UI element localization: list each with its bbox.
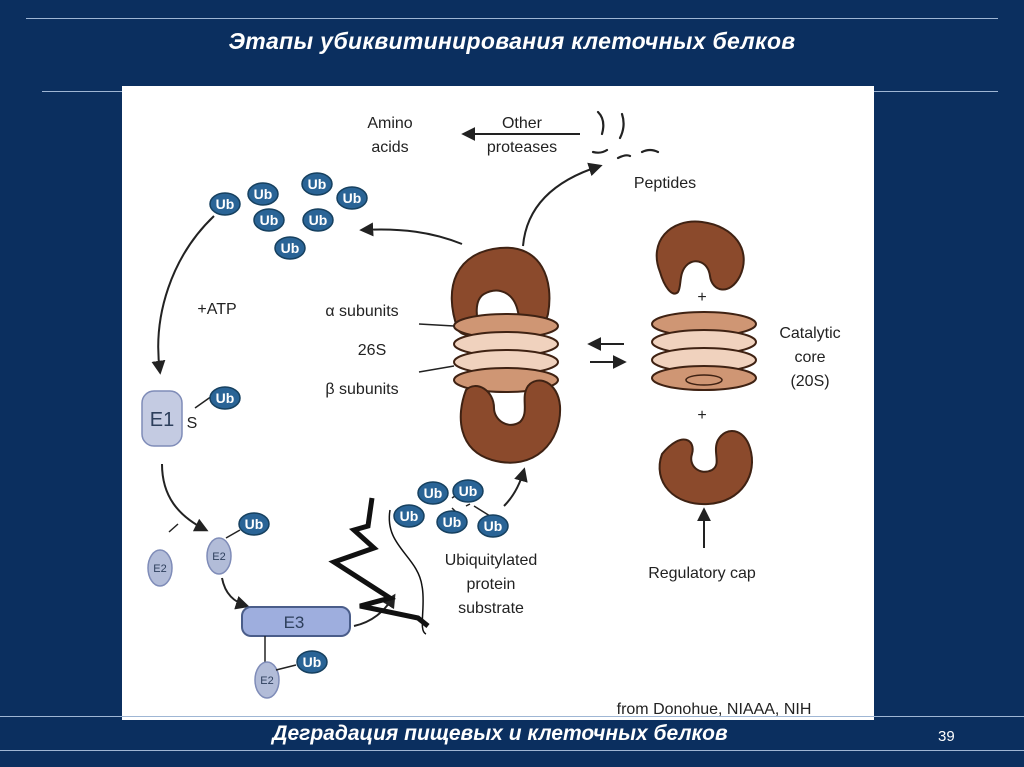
svg-text:Ub: Ub xyxy=(400,508,419,524)
atp-label: +ATP xyxy=(197,301,236,318)
release-ub-arrow xyxy=(359,222,463,245)
protein-substrate xyxy=(328,497,430,628)
svg-text:Ub: Ub xyxy=(303,654,322,670)
svg-text:Ub: Ub xyxy=(309,212,328,228)
peptides-label: Peptides xyxy=(634,175,696,192)
ub-ball: Ub xyxy=(302,208,334,232)
ub-ball: Ub xyxy=(296,650,328,674)
substrate-strand xyxy=(388,509,427,635)
e2-enzyme-charged xyxy=(206,537,232,575)
footer-top-rule xyxy=(0,716,1024,717)
e3-label: E3 xyxy=(284,613,305,632)
top-rule xyxy=(26,18,998,19)
beta-subunits-label: β subunits xyxy=(325,381,398,398)
substrate-label-2: protein xyxy=(467,576,516,593)
e2-label: E2 xyxy=(153,563,166,575)
ub-ball: Ub xyxy=(417,481,449,505)
e2-enzyme-free xyxy=(147,549,173,587)
e1-to-e2-arrow xyxy=(161,463,209,532)
catalytic-core-label-2: core xyxy=(794,349,825,366)
e1-s-label: S xyxy=(187,415,198,432)
beta-pointer xyxy=(418,365,455,373)
substrate-label-3: substrate xyxy=(458,600,524,617)
e1-enzyme xyxy=(141,390,183,447)
ub-ball: Ub xyxy=(477,514,509,538)
title-underline-right xyxy=(874,91,998,92)
peptide-fragments xyxy=(591,110,660,160)
regulatory-cap-bottom xyxy=(658,430,753,506)
e1-label: E1 xyxy=(150,409,174,431)
e2-ub-bond xyxy=(225,529,241,539)
svg-text:Ub: Ub xyxy=(308,176,327,192)
plus-sign-bottom: + xyxy=(697,407,706,424)
ub-ball: Ub xyxy=(209,386,241,410)
other-proteases-label: Other xyxy=(502,115,543,132)
amino-acids-label: Amino xyxy=(367,115,412,132)
plus-sign-top: + xyxy=(697,289,706,306)
slide-title: Этапы убиквитинирования клеточных белков xyxy=(228,28,796,54)
svg-text:Ub: Ub xyxy=(443,514,462,530)
20s-alpha-ring-bottom xyxy=(651,365,757,391)
e2-enzyme-bound xyxy=(254,661,280,699)
svg-text:Ub: Ub xyxy=(281,240,300,256)
20s-pore xyxy=(685,374,723,386)
e2-label: E2 xyxy=(212,551,225,563)
diagram-panel: Amino acids Other proteases Peptides Ub … xyxy=(122,86,874,720)
ub-ball: Ub xyxy=(393,504,425,528)
svg-text:Ub: Ub xyxy=(216,196,235,212)
free-ubiquitin-cluster: Ub Ub Ub Ub Ub Ub Ub xyxy=(209,172,368,260)
svg-text:Ub: Ub xyxy=(484,518,503,534)
footer-title: Деградация пищевых и клеточных белков xyxy=(272,722,728,745)
page-number: 39 xyxy=(938,728,955,745)
alpha-subunits-label: α subunits xyxy=(325,303,398,320)
svg-text:Ub: Ub xyxy=(254,186,273,202)
svg-text:Ub: Ub xyxy=(424,485,443,501)
alpha-pointer xyxy=(418,323,455,327)
catalytic-core-label: Catalytic xyxy=(779,325,840,342)
to-proteasome-arrow xyxy=(503,467,528,507)
e3-ub-bond xyxy=(275,664,297,671)
ub-ball: Ub xyxy=(336,186,368,210)
source-credit: from Donohue, NIAAA, NIH xyxy=(617,701,812,718)
svg-text:Ub: Ub xyxy=(343,190,362,206)
ub-ball: Ub xyxy=(253,208,285,232)
e1-ub-bond xyxy=(194,395,213,409)
regulatory-cap-label: Regulatory cap xyxy=(648,565,756,582)
e1-e2-tick xyxy=(168,523,179,533)
ubiquitin-chain: Ub Ub Ub Ub Ub xyxy=(393,479,509,538)
substrate-label: Ubiquitylated xyxy=(445,552,538,569)
svg-text:Ub: Ub xyxy=(216,390,235,406)
atp-arrow xyxy=(151,215,215,375)
svg-text:Ub: Ub xyxy=(245,516,264,532)
e2-to-e3-arrow xyxy=(221,577,250,610)
amino-acids-label-2: acids xyxy=(371,139,408,156)
regulatory-cap-top xyxy=(655,220,745,295)
ub-ball: Ub xyxy=(238,512,270,536)
26s-label: 26S xyxy=(358,342,386,359)
e2-label: E2 xyxy=(260,675,273,687)
svg-text:Ub: Ub xyxy=(260,212,279,228)
ub-ball: Ub xyxy=(209,192,241,216)
catalytic-core-label-3: (20S) xyxy=(790,373,829,390)
svg-text:Ub: Ub xyxy=(459,483,478,499)
ub-ball: Ub xyxy=(301,172,333,196)
title-underline-left xyxy=(42,91,122,92)
ub-ball: Ub xyxy=(452,479,484,503)
to-peptides-arrow xyxy=(522,162,603,247)
footer-bottom-rule xyxy=(0,750,1024,751)
e3-enzyme xyxy=(241,606,351,637)
ubiquitination-diagram: Amino acids Other proteases Peptides Ub … xyxy=(141,110,841,718)
other-proteases-label-2: proteases xyxy=(487,139,557,156)
ub-ball: Ub xyxy=(436,510,468,534)
ub-ball: Ub xyxy=(247,182,279,206)
ub-ball: Ub xyxy=(274,236,306,260)
proteasome-26s-bottom-cap xyxy=(459,379,562,464)
